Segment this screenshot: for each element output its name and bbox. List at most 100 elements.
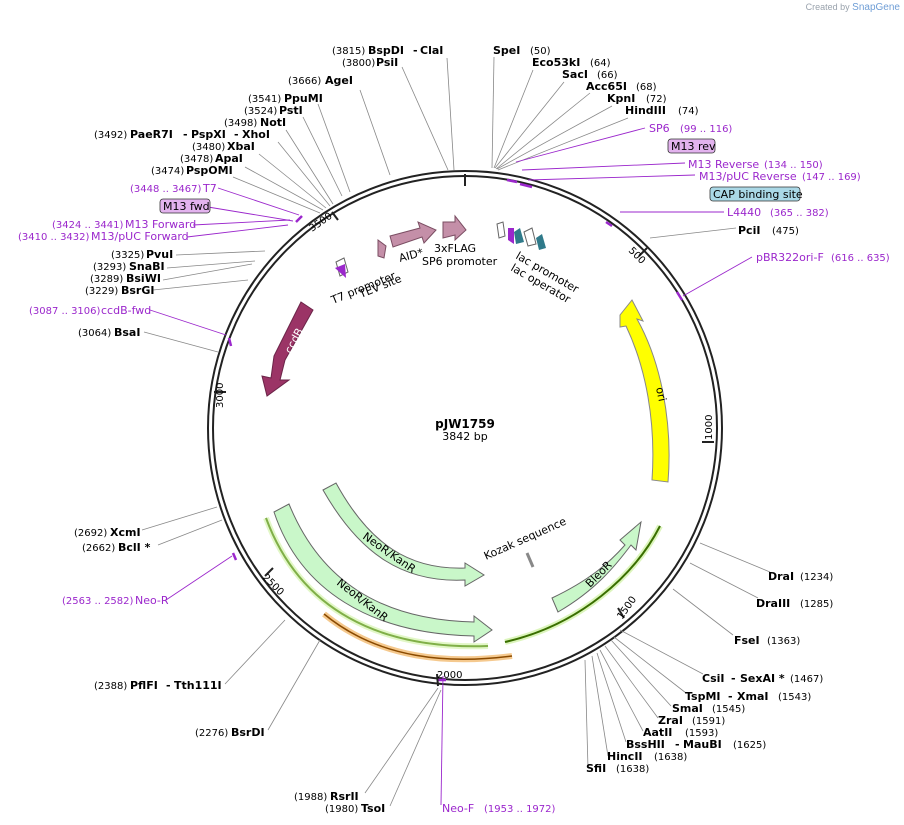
site-sep: - (413, 44, 418, 57)
site-name: SexAI * (740, 672, 785, 685)
cap-box (709, 186, 801, 202)
primer-box-label: M13 rev (671, 140, 716, 153)
site-name: Eco53kI (532, 56, 580, 69)
feature-t7-primer (335, 264, 346, 278)
site-name: HindIII (625, 104, 666, 117)
tick-label: 2000 (437, 670, 462, 681)
site-pos: (1625) (733, 740, 766, 751)
site-pos: (74) (678, 106, 699, 117)
feature-3xflag (442, 214, 467, 242)
primer-pos: (365 .. 382) (770, 208, 829, 219)
site-pos: (68) (636, 82, 657, 93)
feature-ori-label: ori (653, 386, 669, 403)
orf-orange-line (323, 613, 513, 661)
site-sep: - (731, 672, 736, 685)
site-pos: (3524) (244, 106, 277, 117)
cap-box-label: CAP binding site (713, 188, 803, 201)
primer-name: Neo-F (442, 802, 474, 815)
site-pos: (3480) (192, 142, 225, 153)
feature-neo-outer (273, 503, 493, 643)
ring-ticks (214, 174, 714, 687)
site-name: PspXI (191, 128, 226, 141)
backbone-outer (207, 170, 723, 686)
primer-pos: (147 .. 169) (802, 172, 861, 183)
site-sep: - (675, 738, 680, 751)
site-pos: (72) (646, 94, 667, 105)
site-pos: (2692) (74, 528, 107, 539)
site-pos: (50) (530, 46, 551, 57)
site-pos: (3815) (332, 46, 365, 57)
site-name: XcmI (110, 526, 141, 539)
site-name: ClaI (420, 44, 443, 57)
site-pos: (2276) (195, 728, 228, 739)
feature-kozak-mark (525, 552, 535, 568)
primer-name: L4440 (727, 206, 761, 219)
site-pos: (3800) (342, 58, 375, 69)
site-pos: (3289) (90, 274, 123, 285)
site-name: BssHII (626, 738, 665, 751)
site-pos: (1980) (325, 804, 358, 815)
site-name: ZraI (658, 714, 683, 727)
primer-name: M13 Forward (125, 218, 196, 231)
site-name: PvuI (146, 248, 173, 261)
feature-lac-op-1 (514, 228, 524, 244)
site-pos: (66) (597, 70, 618, 81)
site-pos: (3478) (180, 154, 213, 165)
feature-m13-mark (508, 228, 514, 244)
site-name: TsoI (361, 802, 385, 815)
feature-bleoR (551, 520, 642, 613)
primer-box-m13rev (667, 138, 716, 154)
primer-name: SP6 (649, 122, 670, 135)
site-name: PflFI (130, 679, 158, 692)
site-name: CsiI (702, 672, 724, 685)
site-name: BclI * (118, 541, 151, 554)
feature-ccdB (261, 301, 314, 397)
snapgene-credit: Created by SnapGene (806, 2, 900, 13)
feature-neo-inner-label: NeoR/KanR (360, 530, 418, 576)
site-pos: (1285) (800, 599, 833, 610)
site-name: PaeR7I (130, 128, 173, 141)
site-pos: (1591) (692, 716, 725, 727)
primer-labels: SP6 (99 .. 116) M13 rev M13 Reverse (134… (18, 122, 890, 815)
site-pos: (2388) (94, 681, 127, 692)
site-labels-right: SpeI (50) Eco53kI (64) SacI (66) Acc65I … (493, 44, 833, 775)
primer-box-label: M13 fwd (163, 200, 210, 213)
site-sep: - (183, 128, 188, 141)
primer-name: pBR322ori-F (756, 251, 824, 264)
site-name: XhoI (242, 128, 270, 141)
feature-3xflag-label: 3xFLAG (434, 242, 476, 255)
primer-pos: (3448 .. 3467) (130, 184, 202, 195)
plasmid-size: 3842 bp (442, 430, 487, 443)
site-name: AatII (643, 726, 672, 739)
orf-outer-glow (263, 516, 489, 650)
plasmid-name: pJW1759 (435, 417, 495, 431)
site-name: XmaI (737, 690, 768, 703)
site-name: ApaI (215, 152, 243, 165)
site-pos: (1593) (685, 728, 718, 739)
primer-box-m13fwd (159, 198, 211, 214)
site-pos: (1467) (790, 674, 823, 685)
feature-neo-inner (322, 482, 485, 587)
feature-tev (377, 239, 387, 259)
site-name: BsiWI (126, 272, 161, 285)
tick-label: 3000 (215, 383, 226, 408)
primer-pos: (1953 .. 1972) (484, 804, 556, 815)
site-name: XbaI (227, 140, 255, 153)
site-name: NotI (260, 116, 286, 129)
site-pos: (3229) (85, 286, 118, 297)
site-pos: (3474) (151, 166, 184, 177)
feature-cap-site (536, 234, 546, 250)
site-pos: (1638) (616, 764, 649, 775)
site-pos: (3666) (288, 76, 321, 87)
site-name: MauBI (683, 738, 722, 751)
tick-label: 1000 (704, 415, 715, 440)
site-pos: (1988) (294, 792, 327, 803)
site-pos: (3064) (78, 328, 111, 339)
site-name: PpuMI (284, 92, 323, 105)
site-name: BsaI (114, 326, 140, 339)
site-name: Acc65I (586, 80, 627, 93)
site-pos: (3492) (94, 130, 127, 141)
site-pos: (3541) (248, 94, 281, 105)
orf-bleo-line-core (504, 525, 661, 643)
